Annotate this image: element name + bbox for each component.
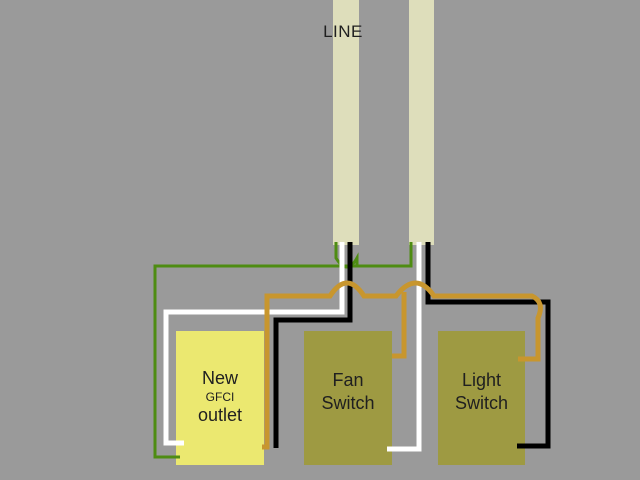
line-cable-right	[409, 0, 434, 245]
light-switch-label-line2: Switch	[454, 393, 508, 413]
jumper-wire	[262, 280, 543, 450]
light-switch-body	[438, 331, 525, 465]
fan-switch-label: Fan Switch	[304, 369, 392, 415]
neutral-wire-outlet	[163, 242, 345, 446]
fan-switch-label-line2: Switch	[321, 393, 375, 413]
fan-switch-label-line1: Fan	[332, 370, 364, 390]
jumper-wire-fan-branch	[392, 292, 407, 359]
gfci-outlet-label-line3: outlet	[197, 405, 243, 425]
light-switch-label-line1: Light	[461, 370, 502, 390]
gfci-outlet-label-line2: GFCI	[205, 390, 235, 404]
light-switch-label: Light Switch	[438, 369, 525, 415]
gfci-outlet-label: New GFCI outlet	[178, 367, 262, 427]
gfci-outlet-body	[176, 331, 264, 465]
line-label: LINE	[323, 22, 363, 41]
neutral-wire-fan	[387, 242, 422, 452]
line-cable-left	[333, 0, 359, 245]
gfci-outlet-label-line1: New	[201, 368, 238, 388]
ground-wire-right	[357, 242, 413, 268]
hot-wire-light	[425, 242, 551, 449]
fan-switch-body	[304, 331, 392, 465]
